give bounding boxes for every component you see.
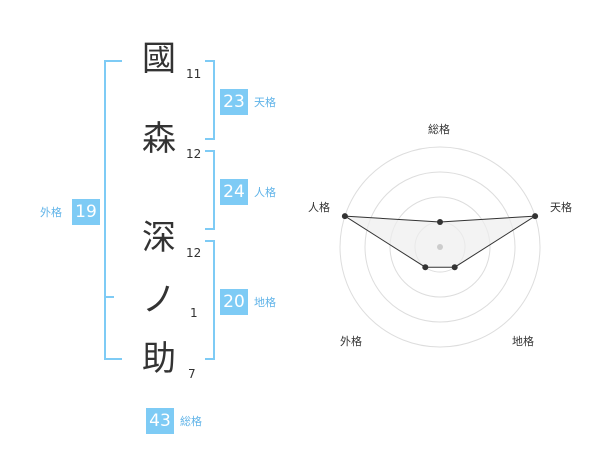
name-char-1: 國 bbox=[142, 39, 176, 79]
radar-point-0 bbox=[437, 219, 443, 225]
gaikaku-bracket-tick bbox=[104, 296, 114, 298]
stroke-count-2: 12 bbox=[186, 147, 202, 161]
radar-grid-ring bbox=[389, 196, 491, 298]
radar-point-2 bbox=[451, 264, 458, 271]
name-char-2: 森 bbox=[142, 119, 176, 159]
soukaku-value: 43 bbox=[146, 408, 174, 434]
name-char-5: 助 bbox=[142, 339, 176, 379]
radar-value-polygon bbox=[344, 215, 536, 268]
jinkaku-label: 人格 bbox=[254, 186, 276, 199]
stroke-count-5: 7 bbox=[188, 367, 196, 381]
radar-grid-ring bbox=[339, 146, 541, 348]
chikaku-bracket bbox=[205, 240, 215, 360]
radar-grid-ring bbox=[364, 171, 516, 323]
gaikaku-bracket bbox=[104, 60, 122, 360]
radar-point-4 bbox=[341, 213, 348, 220]
radar-point-1 bbox=[532, 213, 539, 220]
stroke-count-4: 1 bbox=[190, 306, 198, 320]
tenkaku-value: 23 bbox=[220, 89, 248, 115]
name-char-4: ノ bbox=[142, 280, 176, 320]
name-char-3: 深 bbox=[142, 218, 176, 258]
tenkaku-label: 天格 bbox=[254, 96, 276, 109]
gaikaku-label: 外格 bbox=[40, 206, 62, 219]
jinkaku-value: 24 bbox=[220, 179, 248, 205]
jinkaku-bracket bbox=[205, 150, 215, 230]
radar-axis-label-tenkaku: 天格 bbox=[550, 201, 572, 214]
stroke-count-1: 11 bbox=[186, 67, 202, 81]
tenkaku-bracket bbox=[205, 60, 215, 140]
gaikaku-value: 19 bbox=[72, 199, 100, 225]
soukaku-label: 総格 bbox=[180, 415, 202, 428]
radar-point-3 bbox=[422, 264, 429, 271]
radar-axis-label-jinkaku: 人格 bbox=[308, 201, 330, 214]
radar-center-point bbox=[437, 244, 443, 250]
radar-axis-label-soukaku: 総格 bbox=[428, 123, 450, 136]
radar-axis-label-chikaku: 地格 bbox=[512, 335, 534, 348]
chikaku-value: 20 bbox=[220, 289, 248, 315]
stroke-count-3: 12 bbox=[186, 246, 202, 260]
radar-axis-label-gaikaku: 外格 bbox=[340, 335, 362, 348]
chikaku-label: 地格 bbox=[254, 296, 276, 309]
